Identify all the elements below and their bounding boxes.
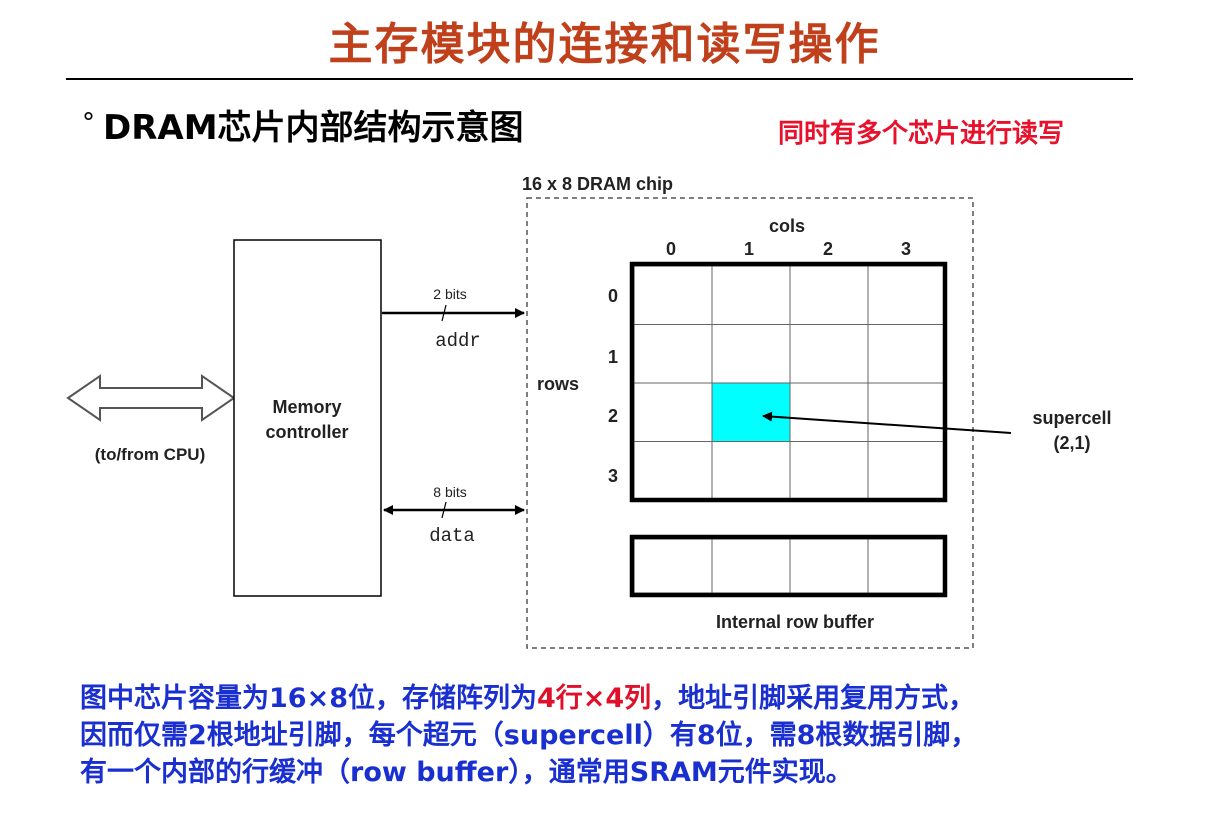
col-indices: 0 1 2 3 <box>666 239 911 259</box>
supercell-label-1: supercell <box>1032 408 1111 428</box>
data-bus-tick <box>441 501 447 519</box>
array-cell <box>633 324 713 384</box>
array-cell <box>867 441 947 501</box>
explanation-line-3: 有一个内部的行缓冲（row buffer），通常用SRAM元件实现。 <box>80 757 853 788</box>
explanation-line-2: 因而仅需2根地址引脚，每个超元（supercell）有8位，需8根数据引脚， <box>80 720 978 751</box>
row-buffer-cell <box>789 538 869 594</box>
cols-label: cols <box>769 216 805 236</box>
memory-controller-box <box>233 239 382 597</box>
data-bits-label: 8 bits <box>433 484 466 500</box>
row-buffer-cell <box>711 538 791 594</box>
title-divider <box>66 78 1133 80</box>
col-index-3: 3 <box>901 239 911 259</box>
array-cell <box>711 265 791 325</box>
row-index-3: 3 <box>608 466 618 486</box>
storage-array-border <box>629 261 948 503</box>
addr-bus-tick <box>441 304 447 322</box>
slide-title: 主存模块的连接和读写操作 <box>328 19 881 70</box>
array-cell <box>633 441 713 501</box>
row-index-2: 2 <box>608 406 618 426</box>
array-cell <box>789 265 869 325</box>
col-index-2: 2 <box>823 239 833 259</box>
explanation-text: 图中芯片容量为16×8位，存储阵列为4行×4列，地址引脚采用复用方式， 因而仅需… <box>80 680 1180 791</box>
array-cell <box>867 382 947 442</box>
row-index-0: 0 <box>608 286 618 306</box>
array-cell <box>789 382 869 442</box>
cpu-bus-arrow <box>66 374 236 422</box>
array-cell <box>789 441 869 501</box>
explanation-highlight: 4行×4列 <box>536 683 652 714</box>
array-cell <box>633 265 713 325</box>
row-buffer-label: Internal row buffer <box>716 612 874 632</box>
row-index-1: 1 <box>608 347 618 367</box>
bullet-icon: ° <box>82 108 95 138</box>
supercell-highlight <box>711 382 791 442</box>
array-cell <box>789 324 869 384</box>
array-cell <box>867 324 947 384</box>
data-label: data <box>429 525 475 547</box>
supercell-label-2: (2,1) <box>1053 433 1090 453</box>
dram-chip-label: 16 x 8 DRAM chip <box>522 174 673 194</box>
supercell-pointer <box>762 411 1012 434</box>
array-cell <box>711 441 791 501</box>
memory-controller-label-1: Memory <box>272 397 341 417</box>
cpu-label: (to/from CPU) <box>95 445 205 464</box>
dram-chip-outline <box>526 197 974 649</box>
array-cell <box>711 324 791 384</box>
explanation-line-1: 图中芯片容量为16×8位，存储阵列为4行×4列，地址引脚采用复用方式， <box>80 680 1180 717</box>
row-buffer-border <box>629 534 948 598</box>
rows-label: rows <box>537 374 579 394</box>
row-buffer-cell <box>633 538 713 594</box>
explanation-line-1a: 图中芯片容量为16×8位，存储阵列为 <box>80 683 537 714</box>
array-cell <box>633 382 713 442</box>
col-index-0: 0 <box>666 239 676 259</box>
col-index-1: 1 <box>744 239 754 259</box>
array-cell <box>867 265 947 325</box>
explanation-line-1b: ，地址引脚采用复用方式， <box>651 683 976 714</box>
memory-controller-label-2: controller <box>265 422 348 442</box>
section-heading-text: DRAM芯片内部结构示意图 <box>103 108 524 148</box>
storage-array <box>633 265 947 501</box>
row-indices: 0 1 2 3 <box>608 286 618 486</box>
row-buffer-cell <box>867 538 947 594</box>
row-buffer <box>633 538 947 594</box>
section-heading: ° DRAM芯片内部结构示意图 <box>82 100 524 149</box>
multi-chip-note: 同时有多个芯片进行读写 <box>778 119 1065 149</box>
addr-bits-label: 2 bits <box>433 286 466 302</box>
addr-label: addr <box>435 330 481 352</box>
